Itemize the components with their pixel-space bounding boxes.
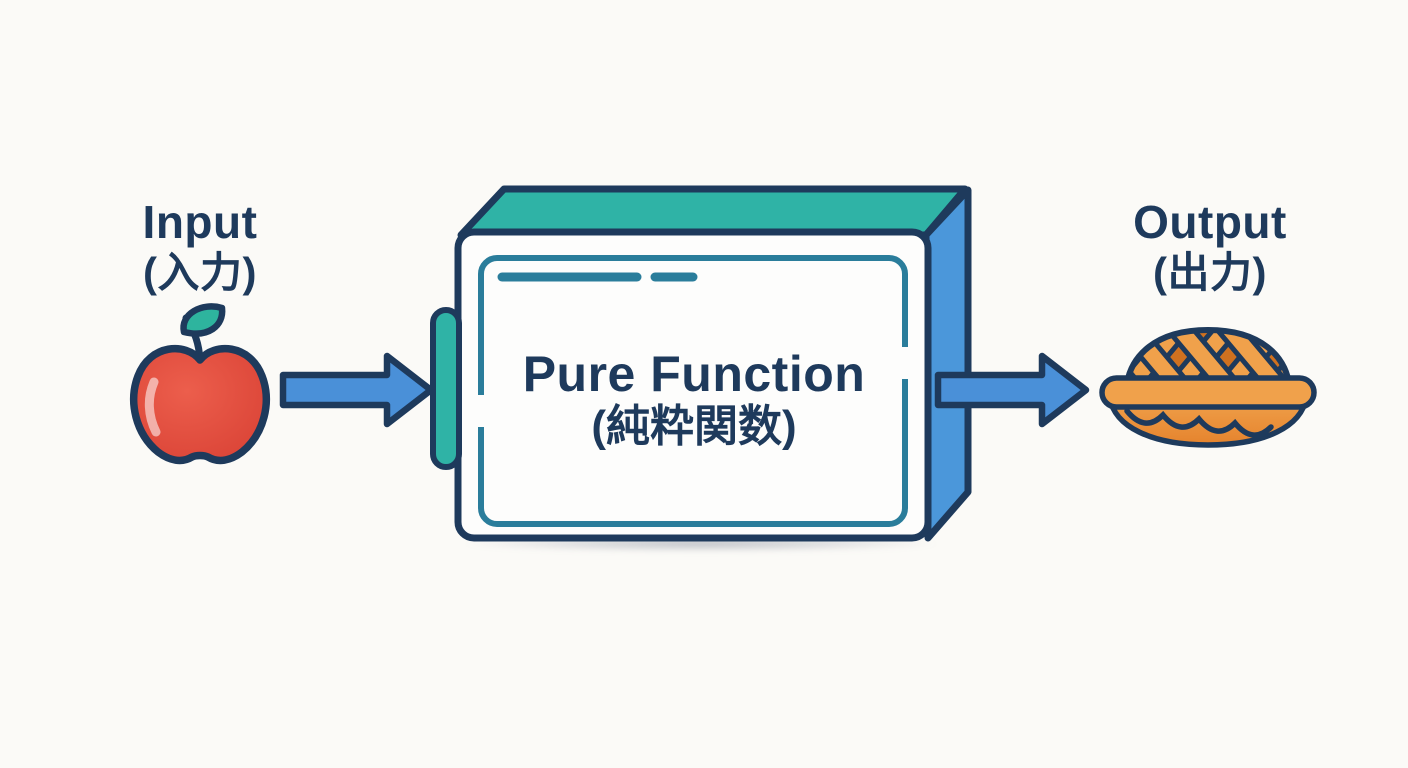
process-label: Pure Function (純粋関数): [470, 349, 918, 454]
input-label-en: Input: [142, 196, 258, 248]
process-label-jp: (純粋関数): [591, 402, 797, 451]
pie-rim: [1099, 375, 1317, 410]
output-label-en: Output: [1133, 196, 1287, 248]
arrow-right-icon: [934, 352, 1090, 428]
pie-icon: [1099, 327, 1317, 448]
input-label: Input (入力): [108, 196, 292, 296]
process-label-en: Pure Function: [522, 346, 866, 402]
pie-crust-wave: [1124, 408, 1274, 438]
input-slot-tab: [430, 307, 462, 470]
output-label: Output (出力): [1113, 196, 1307, 296]
input-label-jp: (入力): [143, 248, 257, 296]
function-box: [430, 185, 972, 542]
output-label-jp: (出力): [1153, 248, 1267, 296]
box-top-face: [457, 185, 969, 239]
inner-border: [478, 255, 908, 527]
arrow-right-icon: [279, 352, 435, 428]
apple-icon: [130, 303, 270, 465]
